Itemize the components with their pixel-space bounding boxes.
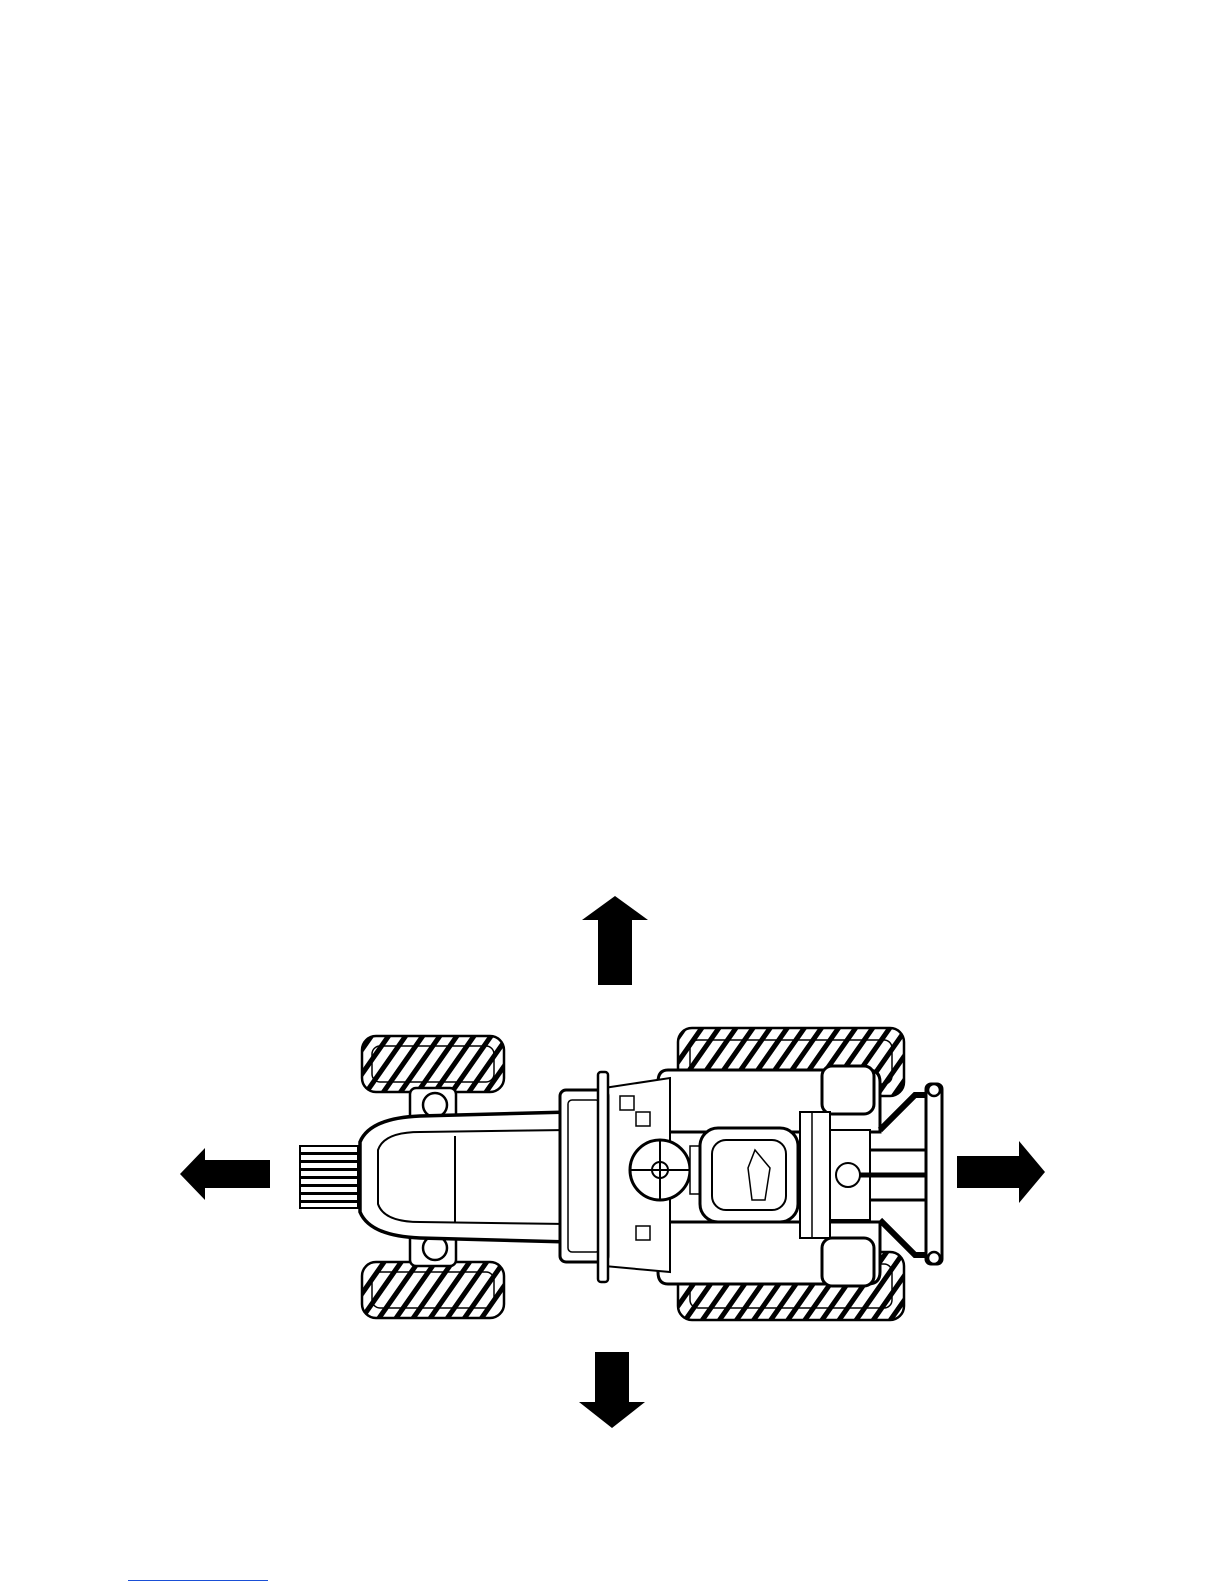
footnote-rule	[128, 1580, 268, 1581]
arrow-up-icon	[582, 896, 648, 985]
rear-drawbar	[926, 1084, 942, 1264]
front-left-wheel	[362, 1036, 504, 1092]
arrow-right-icon	[957, 1141, 1045, 1203]
front-right-wheel	[362, 1262, 504, 1318]
front-grille	[300, 1146, 358, 1208]
arrow-down-icon	[579, 1352, 645, 1428]
steering-wheel	[630, 1140, 690, 1200]
operator-seat	[700, 1128, 798, 1222]
arrow-left-icon	[180, 1148, 270, 1200]
tractor-drawing	[300, 1028, 942, 1320]
